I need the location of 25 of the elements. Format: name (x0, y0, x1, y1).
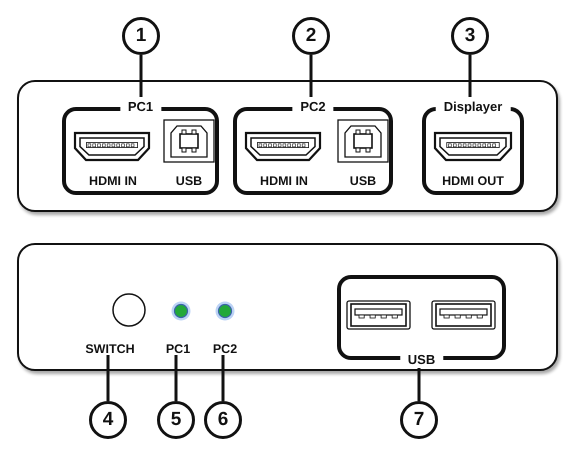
leader-line (140, 55, 142, 97)
callout-number: 6 (204, 401, 242, 439)
leader-line (222, 355, 224, 401)
indicator-label: PC2 (212, 341, 238, 357)
callout-number: 5 (157, 401, 195, 439)
port-label: HDMI OUT (442, 174, 504, 188)
leader-line (106, 355, 110, 401)
device-panel (17, 80, 558, 212)
leader-line (174, 355, 178, 401)
callout-number: 4 (89, 401, 127, 439)
leader-line (468, 55, 472, 97)
indicator-label: PC1 (166, 341, 190, 357)
port-label: HDMI IN (260, 174, 308, 188)
callout-number: 1 (122, 17, 160, 55)
callout-number: 2 (292, 17, 330, 55)
port-group-label: Displayer (436, 99, 510, 115)
port-label: HDMI IN (89, 174, 137, 188)
callout-number: 7 (400, 401, 438, 439)
device-panel (17, 243, 558, 371)
leader-line (310, 55, 312, 97)
indicator-label: SWITCH (85, 341, 135, 357)
port-label: USB (350, 174, 376, 188)
callout-number: 3 (451, 17, 489, 55)
port-group-label: USB (400, 352, 444, 368)
port-label: USB (176, 174, 202, 188)
